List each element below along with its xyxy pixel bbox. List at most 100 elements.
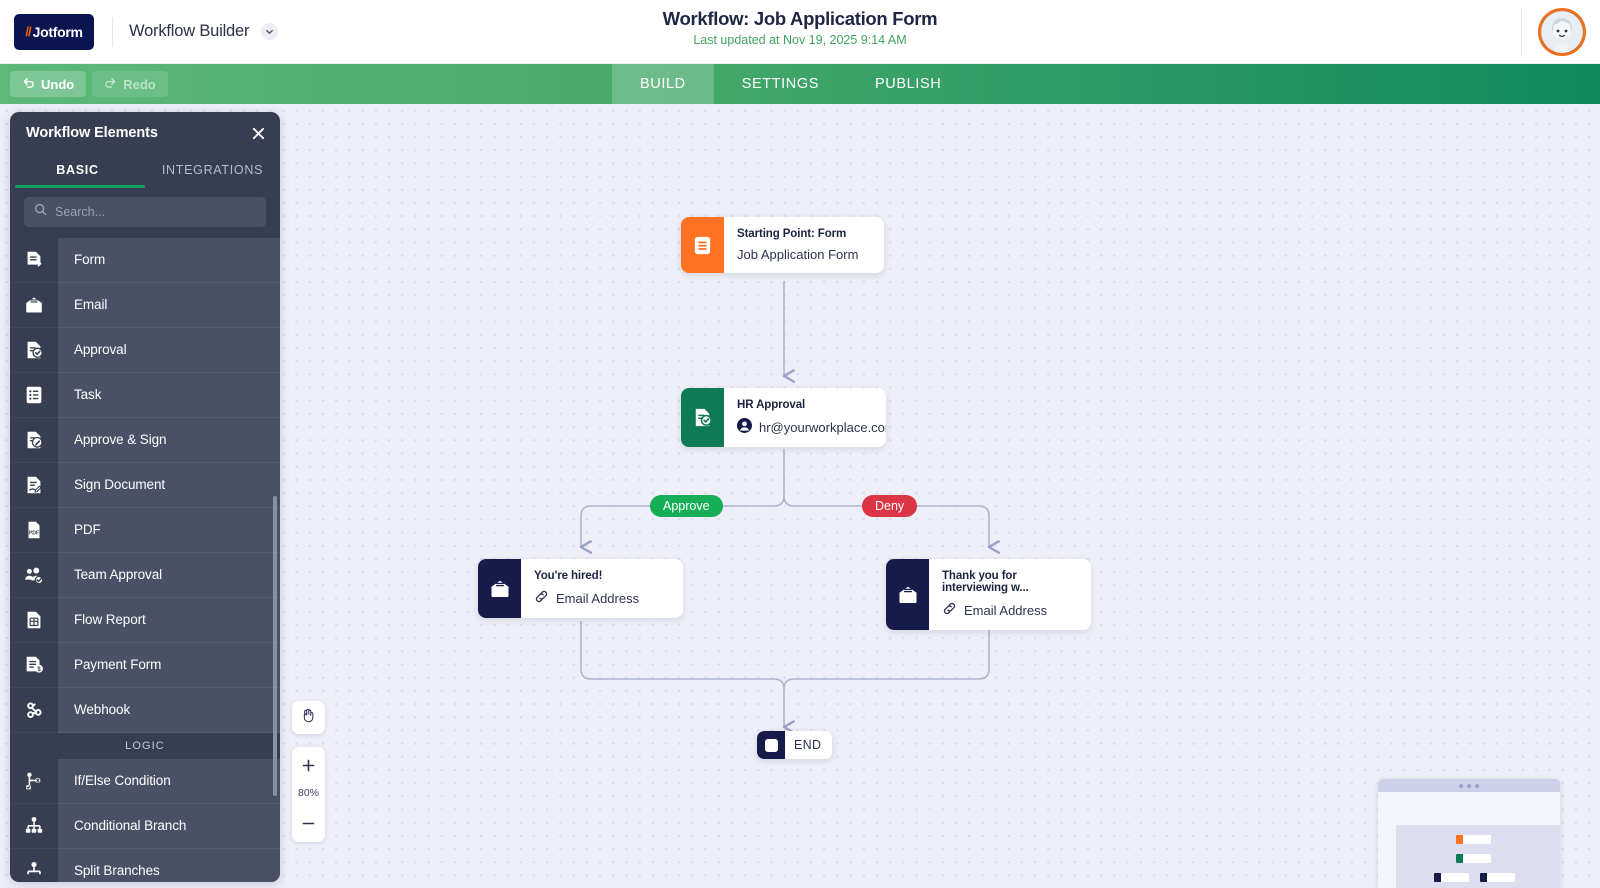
- minimap-viewport[interactable]: [1396, 825, 1560, 888]
- minimap[interactable]: [1378, 779, 1560, 888]
- sidebar-item-payment-form[interactable]: $ Payment Form: [10, 642, 280, 688]
- node-subtitle-text: Email Address: [556, 590, 640, 606]
- tab-settings[interactable]: SETTINGS: [741, 76, 820, 92]
- minimap-node: [1456, 854, 1491, 863]
- node-subtitle-text: Email Address: [964, 602, 1048, 618]
- sidebar-item-label: Webhook: [58, 687, 280, 733]
- hand-icon: [300, 707, 317, 729]
- minimap-node: [1480, 873, 1515, 882]
- redo-label: Redo: [123, 76, 156, 92]
- pan-tool-button[interactable]: [292, 701, 325, 734]
- sidebar-item-approve-and-sign[interactable]: Approve & Sign: [10, 417, 280, 463]
- minimap-dot-icon: [1467, 783, 1471, 788]
- sidebar-item-team-approval[interactable]: Team Approval: [10, 552, 280, 598]
- jotform-logo[interactable]: // Jotform: [14, 13, 94, 50]
- undo-button[interactable]: Undo: [10, 71, 87, 97]
- node-title: HR Approval: [737, 399, 806, 411]
- sidebar-item-flow-report[interactable]: Flow Report: [10, 597, 280, 643]
- sidebar-item-approval[interactable]: Approval: [10, 327, 280, 373]
- search-container: [10, 188, 280, 238]
- logo-mark: //: [25, 24, 31, 39]
- team-approval-icon: [10, 553, 58, 598]
- sidebar-item-label: Flow Report: [58, 597, 280, 643]
- sidebar-item-conditional-branch[interactable]: Conditional Branch: [10, 803, 280, 849]
- search-icon: [34, 203, 47, 221]
- node-email-youre-hired[interactable]: You're hired! Email Address: [478, 559, 683, 618]
- approve-sign-icon: [10, 418, 58, 463]
- zoom-in-button[interactable]: [292, 747, 325, 784]
- tab-publish[interactable]: PUBLISH: [875, 76, 942, 92]
- sidebar-item-label: Task: [58, 372, 280, 418]
- email-icon: [10, 283, 58, 328]
- sidebar-item-label: Form: [58, 238, 280, 283]
- node-subtitle: Email Address: [534, 589, 639, 607]
- action-bar: Undo Redo BUILD SETTINGS PUBLISH: [0, 64, 1600, 104]
- approval-icon: [681, 388, 724, 447]
- form-icon: [681, 217, 724, 273]
- search-input[interactable]: [55, 205, 256, 219]
- form-icon: [10, 238, 58, 283]
- email-icon: [478, 559, 521, 618]
- approval-icon: [10, 328, 58, 373]
- sidebar-scrollbar[interactable]: [273, 496, 277, 796]
- branch-label-deny[interactable]: Deny: [862, 495, 918, 517]
- avatar[interactable]: [1538, 8, 1586, 56]
- end-icon: [757, 731, 785, 759]
- if-else-icon: [10, 759, 58, 804]
- tab-basic[interactable]: BASIC: [10, 154, 145, 188]
- section-header-logic: LOGIC: [125, 740, 165, 752]
- link-icon: [942, 601, 957, 619]
- sidebar-item-email[interactable]: Email: [10, 282, 280, 328]
- node-subtitle: hr@yourworkplace.com: [737, 418, 886, 436]
- pdf-icon: PDF: [10, 508, 58, 553]
- undo-label: Undo: [41, 76, 75, 92]
- minimap-header: [1378, 779, 1560, 792]
- sidebar-item-label: Approval: [58, 327, 280, 373]
- search-box[interactable]: [24, 197, 266, 227]
- node-end[interactable]: END: [757, 731, 833, 759]
- sidebar-item-sign-document[interactable]: Sign Document: [10, 462, 280, 508]
- sidebar-item-form[interactable]: Form: [10, 238, 280, 283]
- node-subtitle-text: Job Application Form: [737, 247, 859, 262]
- tab-build[interactable]: BUILD: [612, 64, 714, 104]
- sidebar-item-label: Split Branches: [58, 848, 280, 882]
- redo-icon: [104, 76, 117, 92]
- node-hr-approval[interactable]: HR Approval hr@yourworkplace.com: [681, 388, 886, 447]
- sidebar-item-if-else-condition[interactable]: If/Else Condition: [10, 758, 280, 804]
- payment-form-icon: $: [10, 643, 58, 688]
- sidebar-item-split-branches[interactable]: Split Branches: [10, 848, 280, 882]
- link-icon: [534, 589, 549, 607]
- task-icon: [10, 373, 58, 418]
- minimap-node: [1456, 835, 1491, 844]
- sidebar-item-task[interactable]: Task: [10, 372, 280, 418]
- sidebar-item-webhook[interactable]: Webhook: [10, 687, 280, 733]
- tab-integrations[interactable]: INTEGRATIONS: [161, 163, 264, 177]
- node-subtitle: Email Address: [942, 601, 1075, 619]
- elements-list[interactable]: Form Email Approval Task: [10, 238, 280, 882]
- undo-icon: [22, 76, 35, 92]
- workflow-builder-menu[interactable]: Workflow Builder: [129, 22, 278, 41]
- sidebar-item-label: Approve & Sign: [58, 417, 280, 463]
- close-icon[interactable]: [251, 126, 266, 141]
- person-icon: [737, 418, 752, 436]
- redo-button[interactable]: Redo: [92, 71, 168, 97]
- workflow-builder-label: Workflow Builder: [129, 22, 250, 40]
- zoom-out-button[interactable]: [292, 805, 325, 842]
- conditional-branch-icon: [10, 804, 58, 849]
- panel-header: Workflow Elements: [10, 112, 280, 154]
- main-tabs: BUILD SETTINGS PUBLISH: [612, 64, 969, 104]
- sidebar-item-label: Team Approval: [58, 552, 280, 598]
- sidebar-item-pdf[interactable]: PDF PDF: [10, 507, 280, 553]
- sidebar-item-label: PDF: [58, 507, 280, 553]
- node-email-thank-you[interactable]: Thank you for interviewing w... Email Ad…: [886, 559, 1091, 630]
- node-subtitle: Job Application Form: [737, 247, 858, 262]
- top-bar: // Jotform Workflow Builder Workflow: Jo…: [0, 0, 1600, 64]
- zoom-controls: 80%: [292, 747, 325, 842]
- node-starting-point-form[interactable]: Starting Point: Form Job Application For…: [681, 217, 884, 273]
- workflow-elements-panel: Workflow Elements BASIC INTEGRATIONS F: [10, 112, 280, 882]
- branch-label-approve[interactable]: Approve: [650, 495, 723, 517]
- node-title: Thank you for interviewing w...: [942, 570, 1029, 594]
- svg-text:$: $: [37, 667, 41, 673]
- sidebar-item-label: Conditional Branch: [58, 803, 280, 849]
- email-icon: [886, 559, 929, 630]
